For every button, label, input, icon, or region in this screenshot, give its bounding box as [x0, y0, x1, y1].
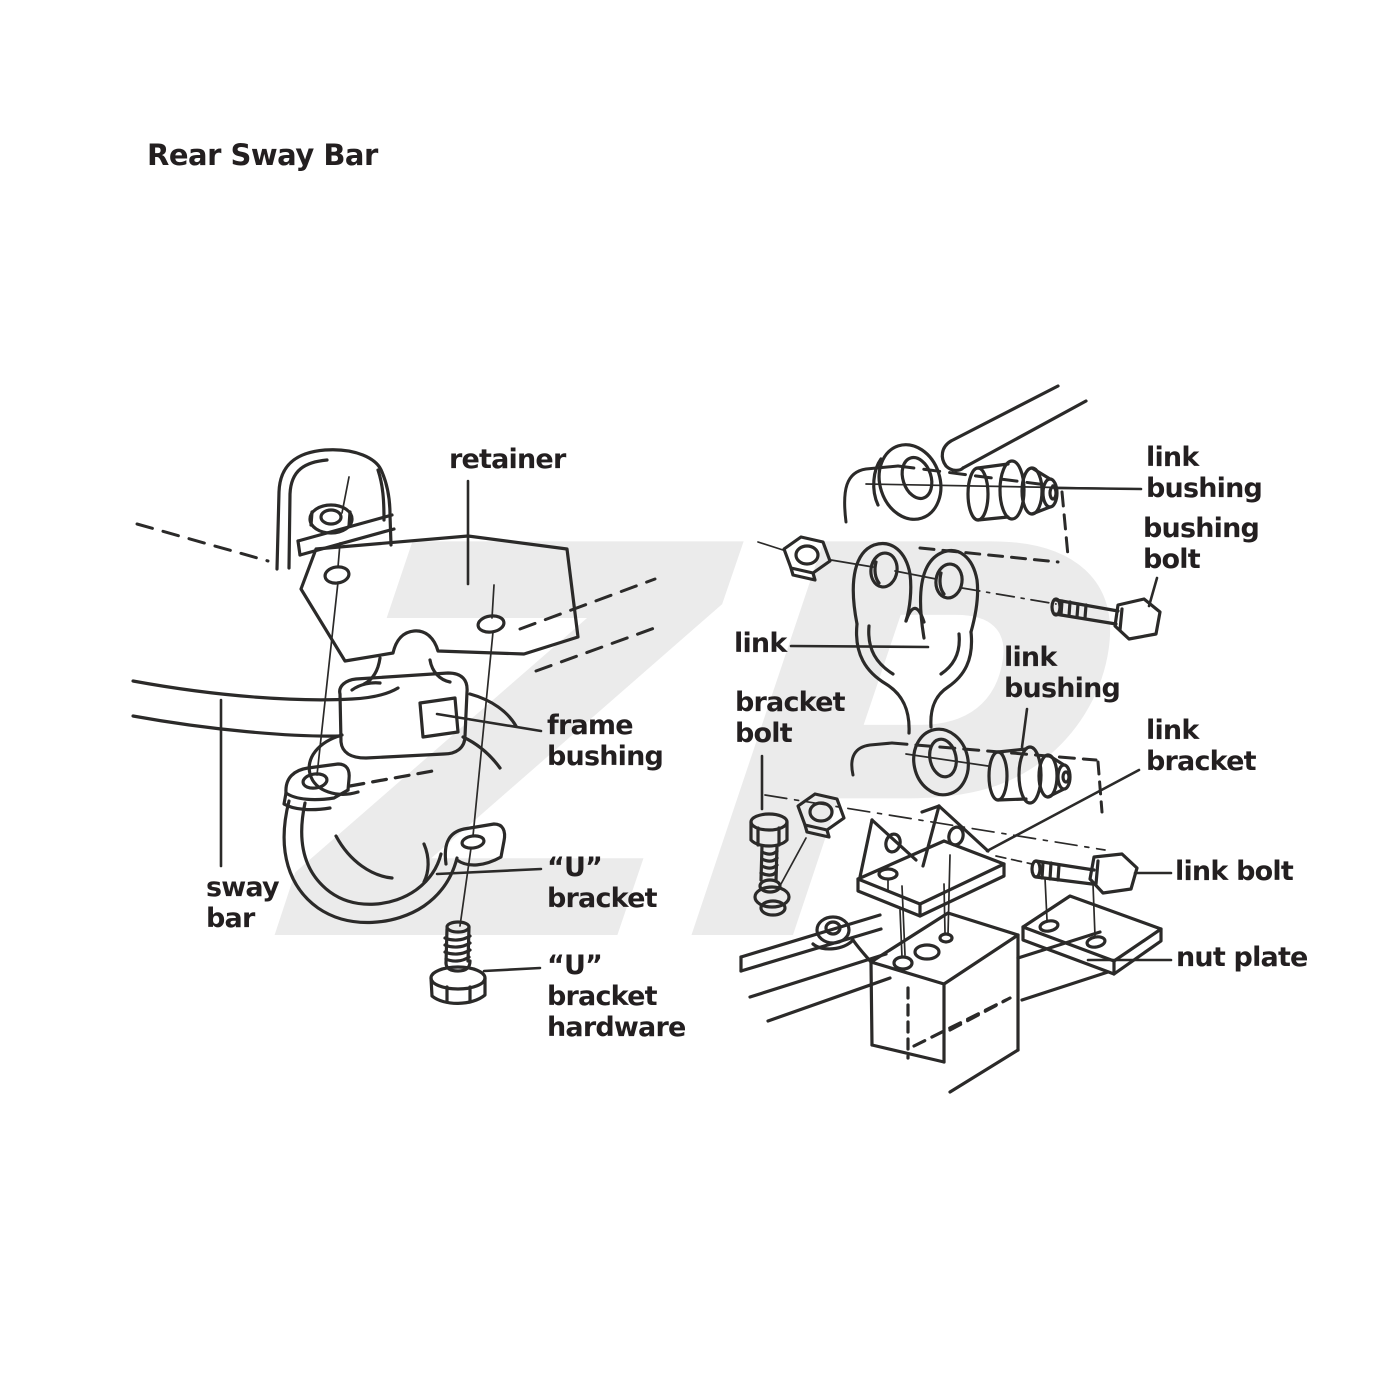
u-bracket-hardware-drawing	[429, 920, 487, 1005]
sway-bar-drawing	[131, 679, 518, 770]
bracket-bolt-drawing	[749, 812, 807, 917]
label-link: link	[734, 628, 787, 659]
leader-lines	[219, 479, 1173, 973]
link-leader	[789, 644, 930, 649]
frame-rails-drawing	[739, 883, 1110, 1094]
link-drawing	[851, 542, 980, 797]
sway-bar-end-drawing	[872, 384, 1088, 521]
link-bushing-top-leader	[1053, 486, 1143, 491]
frame-dashed-lines-left	[135, 522, 662, 673]
label-link-bracket: link bracket	[1146, 715, 1257, 777]
nut-plate-drawing	[1021, 877, 1163, 976]
link-bolt-drawing	[995, 852, 1139, 895]
nut-lower-drawing	[796, 792, 846, 839]
nut-upper-drawing	[757, 535, 1057, 605]
frame-outline-top-right	[843, 464, 1070, 564]
frame-bushing-leader	[435, 712, 543, 733]
u-bracket-hardware-leader	[482, 966, 542, 973]
link-bracket-leader	[985, 768, 1141, 853]
label-nut-plate: nut plate	[1176, 942, 1308, 973]
u-bracket-leader	[435, 867, 543, 876]
label-retainer: retainer	[449, 444, 566, 475]
retainer-clamp-drawing	[275, 448, 396, 571]
label-frame-bushing: frame bushing	[547, 710, 664, 772]
label-link-bolt: link bolt	[1175, 856, 1294, 887]
watermark-text: ZP	[254, 433, 1147, 1062]
bushing-bolt-drawing	[1050, 597, 1162, 641]
u-bracket-drawing	[282, 762, 507, 925]
label-u-bracket: “U” bracket	[547, 852, 658, 914]
page-title: Rear Sway Bar	[147, 138, 378, 172]
bushing-bolt-leader	[1147, 576, 1159, 608]
link-bushing-lower-leader	[1020, 707, 1029, 749]
left-assembly	[131, 448, 662, 1005]
label-link-bushing-lower: link bushing	[1004, 642, 1121, 704]
link-bracket-drawing	[856, 804, 1006, 956]
center-lines-left	[316, 476, 494, 927]
label-link-bushing-top: link bushing	[1146, 442, 1263, 504]
label-sway-bar: sway bar	[206, 872, 280, 934]
label-u-bracket-hardware: “U” bracket hardware	[547, 950, 686, 1043]
label-bushing-bolt: bushing bolt	[1143, 513, 1260, 575]
label-bracket-bolt: bracket bolt	[735, 687, 846, 749]
